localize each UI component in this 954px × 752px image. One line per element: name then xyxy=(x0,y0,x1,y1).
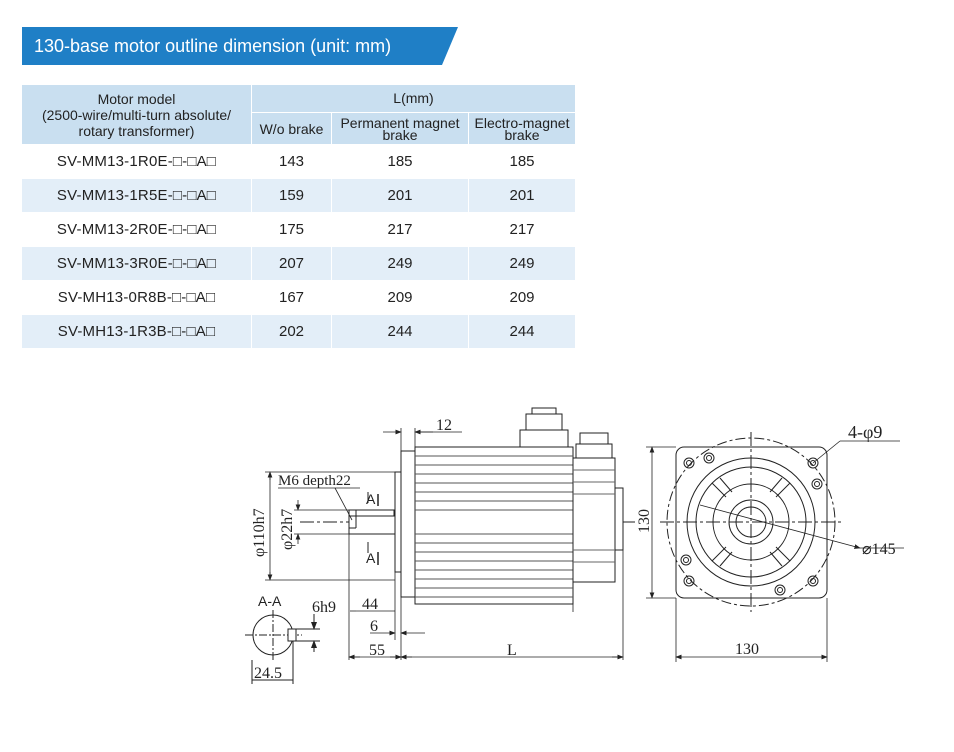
dim-flange-width: 130 xyxy=(735,641,759,658)
dim-24-5: 24.5 xyxy=(254,665,282,682)
dim-key-width: 6h9 xyxy=(312,599,336,616)
cell-model: SV-MM13-3R0E-□-□A□ xyxy=(21,246,252,281)
cell-pm: 209 xyxy=(331,280,469,315)
page-title: 130-base motor outline dimension (unit: … xyxy=(34,36,392,56)
header-banner: 130-base motor outline dimension (unit: … xyxy=(22,27,458,65)
dim-6: 6 xyxy=(370,618,378,635)
cell-em: 249 xyxy=(468,246,576,281)
cell-em: 244 xyxy=(468,314,576,349)
dim-phi22: φ22h7 xyxy=(279,509,296,550)
table-row: SV-MH13-1R3B-□-□A□ 202 244 244 xyxy=(21,314,576,349)
cell-model: SV-MM13-2R0E-□-□A□ xyxy=(21,212,252,247)
section-aa xyxy=(245,610,320,684)
dim-44: 44 xyxy=(362,596,378,613)
dim-L: L xyxy=(507,642,517,659)
front-dimensions xyxy=(646,440,904,662)
banner-shape xyxy=(22,27,458,65)
cell-pm: 244 xyxy=(331,314,469,349)
cell-pm: 217 xyxy=(331,212,469,247)
svg-text:A: A xyxy=(366,550,376,566)
thread-label: M6 depth22 xyxy=(278,473,351,489)
dim-pcd: ⌀145 xyxy=(862,541,896,558)
cell-pm: 249 xyxy=(331,246,469,281)
dim-12: 12 xyxy=(436,417,452,434)
cell-wo: 175 xyxy=(251,212,332,247)
cell-model: SV-MM13-1R5E-□-□A□ xyxy=(21,178,252,213)
dim-phi110: φ110h7 xyxy=(251,508,268,557)
dim-55: 55 xyxy=(369,642,385,659)
side-view xyxy=(300,407,635,605)
cell-wo: 202 xyxy=(251,314,332,349)
spec-table: Motor model (2500-wire/multi-turn absolu… xyxy=(21,84,576,349)
cell-wo: 167 xyxy=(251,280,332,315)
cell-em: 185 xyxy=(468,144,576,179)
cell-model: SV-MH13-1R3B-□-□A□ xyxy=(21,314,252,349)
side-dimensions xyxy=(265,428,624,660)
cell-em: 201 xyxy=(468,178,576,213)
col-header-model: Motor model (2500-wire/multi-turn absolu… xyxy=(21,84,252,145)
svg-text:A: A xyxy=(366,491,376,507)
col-header-em-brake: Electro-magnet brake xyxy=(468,112,576,145)
cell-model: SV-MH13-0R8B-□-□A□ xyxy=(21,280,252,315)
dim-flange-height: 130 xyxy=(636,509,653,533)
section-mark-top: A xyxy=(366,491,379,507)
cell-wo: 159 xyxy=(251,178,332,213)
front-view xyxy=(660,432,842,612)
cell-em: 209 xyxy=(468,280,576,315)
table-row: SV-MM13-3R0E-□-□A□ 207 249 249 xyxy=(21,246,576,281)
table-row: SV-MM13-2R0E-□-□A□ 175 217 217 xyxy=(21,212,576,247)
col-header-pm-brake: Permanent magnet brake xyxy=(331,112,469,145)
cell-em: 217 xyxy=(468,212,576,247)
section-mark-bottom: A xyxy=(366,550,379,566)
cell-model: SV-MM13-1R0E-□-□A□ xyxy=(21,144,252,179)
cell-wo: 207 xyxy=(251,246,332,281)
section-label: A-A xyxy=(258,593,282,609)
dim-holes: 4-φ9 xyxy=(848,422,882,442)
table-row: SV-MH13-0R8B-□-□A□ 167 209 209 xyxy=(21,280,576,315)
